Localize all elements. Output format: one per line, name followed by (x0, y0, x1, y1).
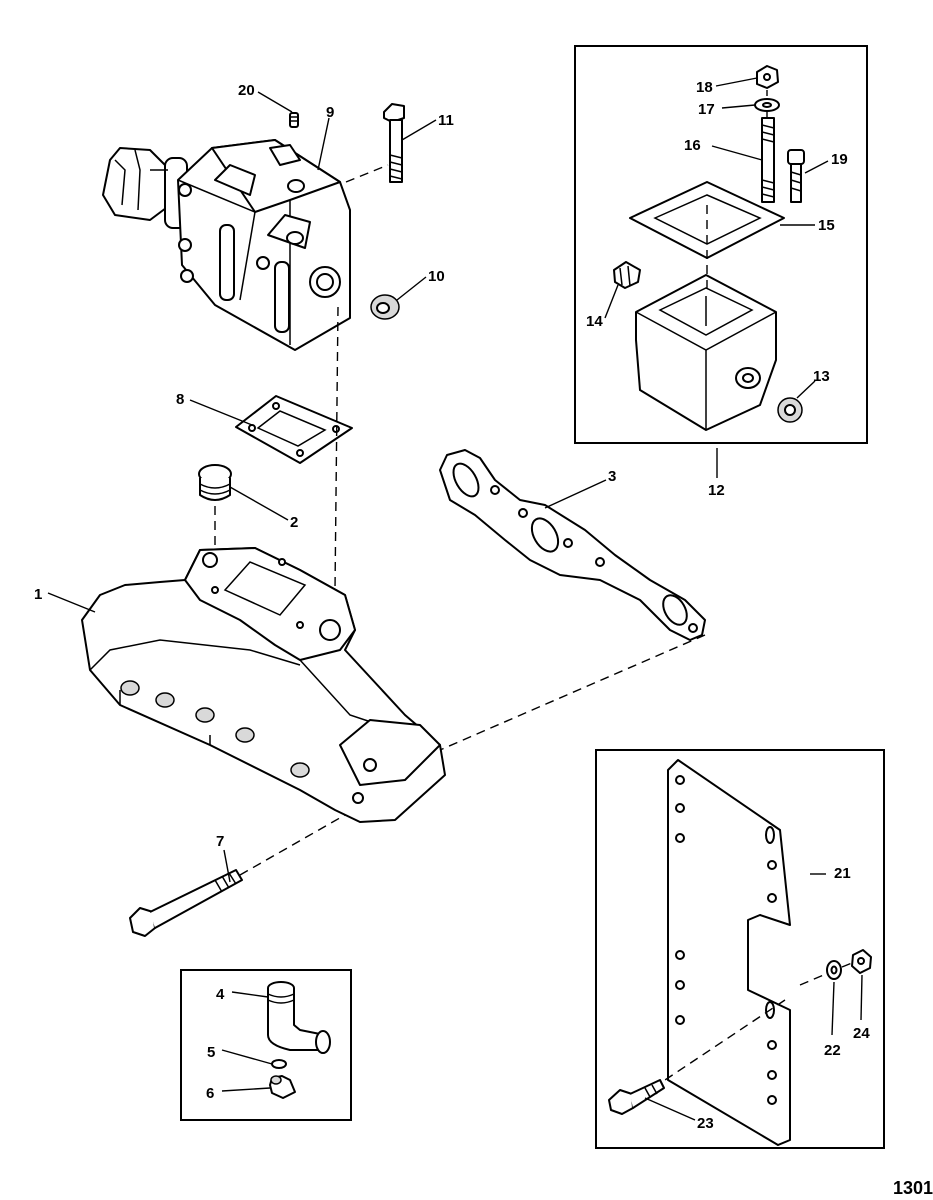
mounting-plate-icon (608, 759, 872, 1146)
callout-6: 6 (206, 1085, 214, 1102)
set-screw-icon (289, 112, 299, 128)
callout-14: 14 (586, 313, 603, 330)
callout-16: 16 (684, 137, 701, 154)
callout-9: 9 (326, 104, 334, 121)
elbow-fitting-icon (267, 981, 331, 1099)
callout-labels: 20 9 11 10 8 2 1 3 7 4 5 6 18 17 16 19 1… (34, 79, 870, 1132)
riser-kit-box (574, 45, 868, 444)
gasket-icon (439, 449, 706, 641)
exhaust-riser-icon (102, 139, 351, 351)
callout-2: 2 (290, 514, 298, 531)
callout-7: 7 (216, 833, 224, 850)
callout-8: 8 (176, 391, 184, 408)
assembly-lines (214, 90, 853, 1081)
gasket-icon (235, 395, 353, 464)
callout-13: 13 (813, 368, 830, 385)
callout-18: 18 (696, 79, 713, 96)
pipe-plug-icon (198, 464, 232, 501)
figure-number: 1301 (893, 1178, 933, 1198)
exhaust-manifold-icon (81, 547, 446, 823)
plate-kit-box (595, 749, 885, 1149)
callout-24: 24 (853, 1025, 870, 1042)
callout-5: 5 (207, 1044, 215, 1061)
callout-22: 22 (824, 1042, 841, 1059)
leader-lines (47, 77, 863, 1121)
callout-12: 12 (708, 482, 725, 499)
callout-17: 17 (698, 101, 715, 118)
callout-19: 19 (831, 151, 848, 168)
callout-23: 23 (697, 1115, 714, 1132)
callout-21: 21 (834, 865, 851, 882)
riser-kit-icon (613, 65, 805, 431)
bolt-icon (383, 103, 405, 183)
callout-3: 3 (608, 468, 616, 485)
callout-4: 4 (216, 986, 225, 1003)
callout-20: 20 (238, 82, 255, 99)
callout-1: 1 (34, 586, 42, 603)
callout-10: 10 (428, 268, 445, 285)
callout-11: 11 (438, 112, 454, 129)
pipe-plug-icon (370, 294, 400, 320)
bolt-icon (129, 869, 243, 937)
fitting-kit-box (180, 969, 352, 1121)
callout-15: 15 (818, 217, 835, 234)
